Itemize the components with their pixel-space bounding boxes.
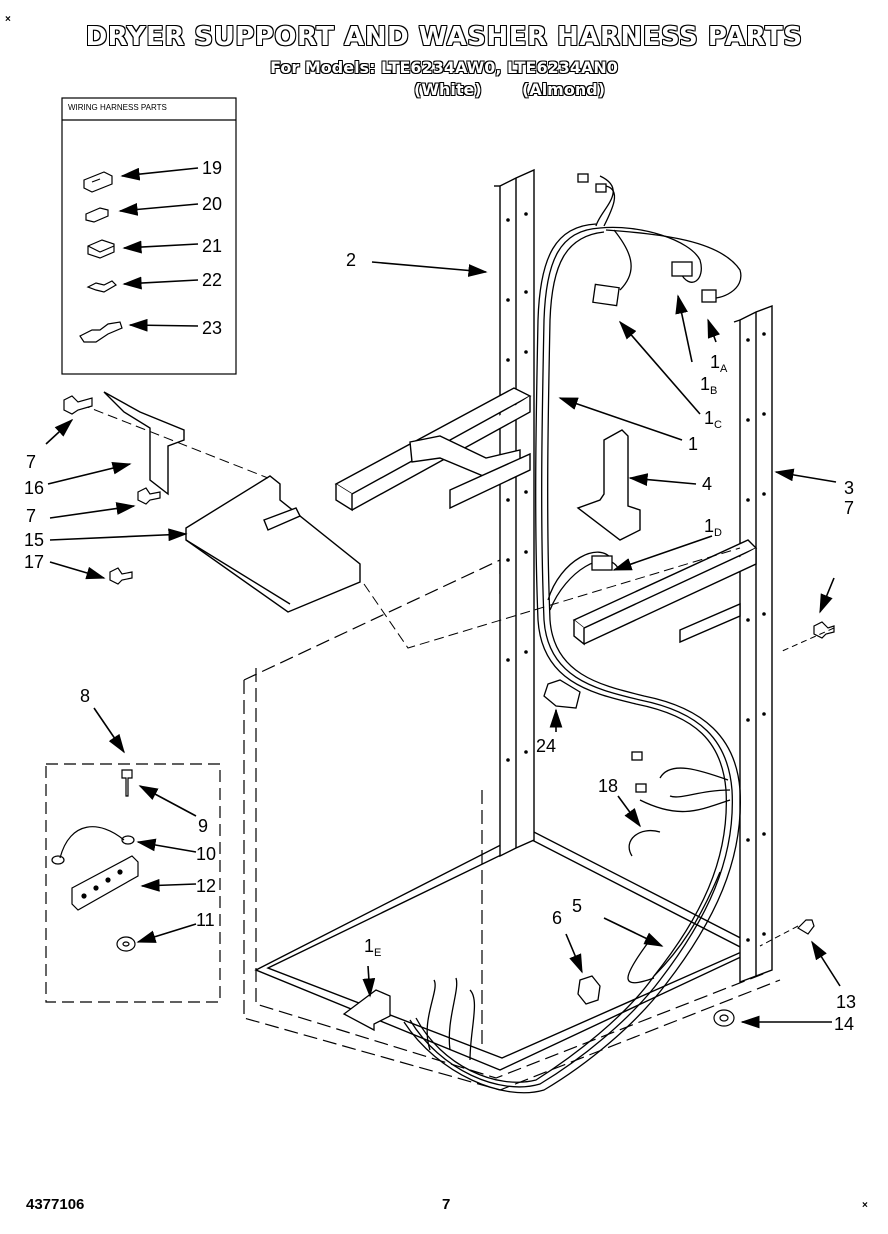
callout-2: 2 bbox=[346, 250, 356, 270]
callout-22: 22 bbox=[202, 270, 222, 290]
wiring-harness-inset bbox=[61, 97, 237, 375]
callout-1b-sub: B bbox=[710, 385, 717, 397]
callout-4: 4 bbox=[702, 474, 712, 494]
lower-cross-bracket bbox=[572, 539, 758, 646]
part-19-sketch bbox=[83, 171, 113, 193]
ground-kit-inset bbox=[45, 763, 221, 1003]
upper-cross-bracket bbox=[334, 387, 532, 512]
callout-1e-sub: E bbox=[374, 947, 381, 959]
callout-10: 10 bbox=[196, 844, 216, 864]
part-20-sketch bbox=[85, 207, 109, 223]
callout-1b: 1 bbox=[700, 374, 710, 394]
callout-19: 19 bbox=[202, 158, 222, 178]
cabinet-outline bbox=[243, 559, 781, 1091]
callout-18: 18 bbox=[598, 776, 618, 796]
callout-1c-sub: C bbox=[714, 419, 722, 431]
callout-1e: 1 bbox=[364, 936, 374, 956]
part-5-wire bbox=[653, 871, 721, 977]
part-21-sketch bbox=[87, 239, 115, 259]
callout-16: 16 bbox=[24, 478, 44, 498]
callout-5: 5 bbox=[572, 896, 582, 916]
corner-mark-top-left: × bbox=[5, 14, 11, 25]
callout-24: 24 bbox=[536, 736, 556, 756]
harness-connectors bbox=[342, 173, 717, 1032]
base-frame bbox=[254, 829, 762, 1071]
document-number: 4377106 bbox=[26, 1196, 85, 1213]
variant-white: (White) bbox=[414, 80, 482, 99]
callout-1: 1 bbox=[688, 434, 698, 454]
callout-1a-sub: A bbox=[720, 363, 728, 375]
part-6-clip bbox=[577, 975, 601, 1005]
variant-almond: (Almond) bbox=[522, 80, 605, 99]
part-23-sketch bbox=[79, 321, 123, 343]
callout-1a: 1 bbox=[710, 352, 720, 372]
callout-7-top: 7 bbox=[26, 452, 36, 472]
inset-title: WIRING HARNESS PARTS bbox=[68, 103, 167, 112]
callout-8: 8 bbox=[80, 686, 90, 706]
callout-21: 21 bbox=[202, 236, 222, 256]
mounting-bracket-4 bbox=[576, 429, 641, 541]
models-line: For Models: LTE6234AW0, LTE6234AN0 bbox=[270, 58, 618, 77]
screws bbox=[63, 395, 835, 1027]
callout-9: 9 bbox=[198, 816, 208, 836]
callout-11: 11 bbox=[196, 910, 215, 930]
callout-12: 12 bbox=[196, 876, 216, 896]
callout-15: 15 bbox=[24, 530, 44, 550]
part-18-wire bbox=[628, 830, 661, 857]
callout-3: 3 bbox=[844, 478, 854, 498]
corner-mark-bottom-right: × bbox=[862, 1200, 868, 1211]
page-title: DRYER SUPPORT AND WASHER HARNESS PARTS bbox=[85, 22, 803, 52]
callout-14: 14 bbox=[834, 1014, 854, 1034]
callout-labels: 19 20 21 22 23 2 1 A 1 B 1 C 1 4 1 D 3 7… bbox=[24, 158, 856, 1034]
callout-1c: 1 bbox=[704, 408, 714, 428]
callout-1d-sub: D bbox=[714, 527, 722, 539]
callout-7-mid: 7 bbox=[26, 506, 36, 526]
callout-13: 13 bbox=[836, 992, 856, 1012]
duct-15 bbox=[185, 475, 361, 613]
callout-6: 6 bbox=[552, 908, 562, 928]
callout-7-right: 7 bbox=[844, 498, 854, 518]
callout-17: 17 bbox=[24, 552, 44, 572]
duct-bracket-16 bbox=[103, 391, 185, 496]
page-number: 7 bbox=[442, 1196, 451, 1213]
left-support-rail bbox=[494, 168, 535, 858]
callout-20: 20 bbox=[202, 194, 222, 214]
part-22-sketch bbox=[86, 280, 117, 293]
callout-23: 23 bbox=[202, 318, 222, 338]
part-24-clip bbox=[543, 679, 581, 709]
callout-1d: 1 bbox=[704, 516, 714, 536]
right-support-rail bbox=[733, 304, 773, 984]
